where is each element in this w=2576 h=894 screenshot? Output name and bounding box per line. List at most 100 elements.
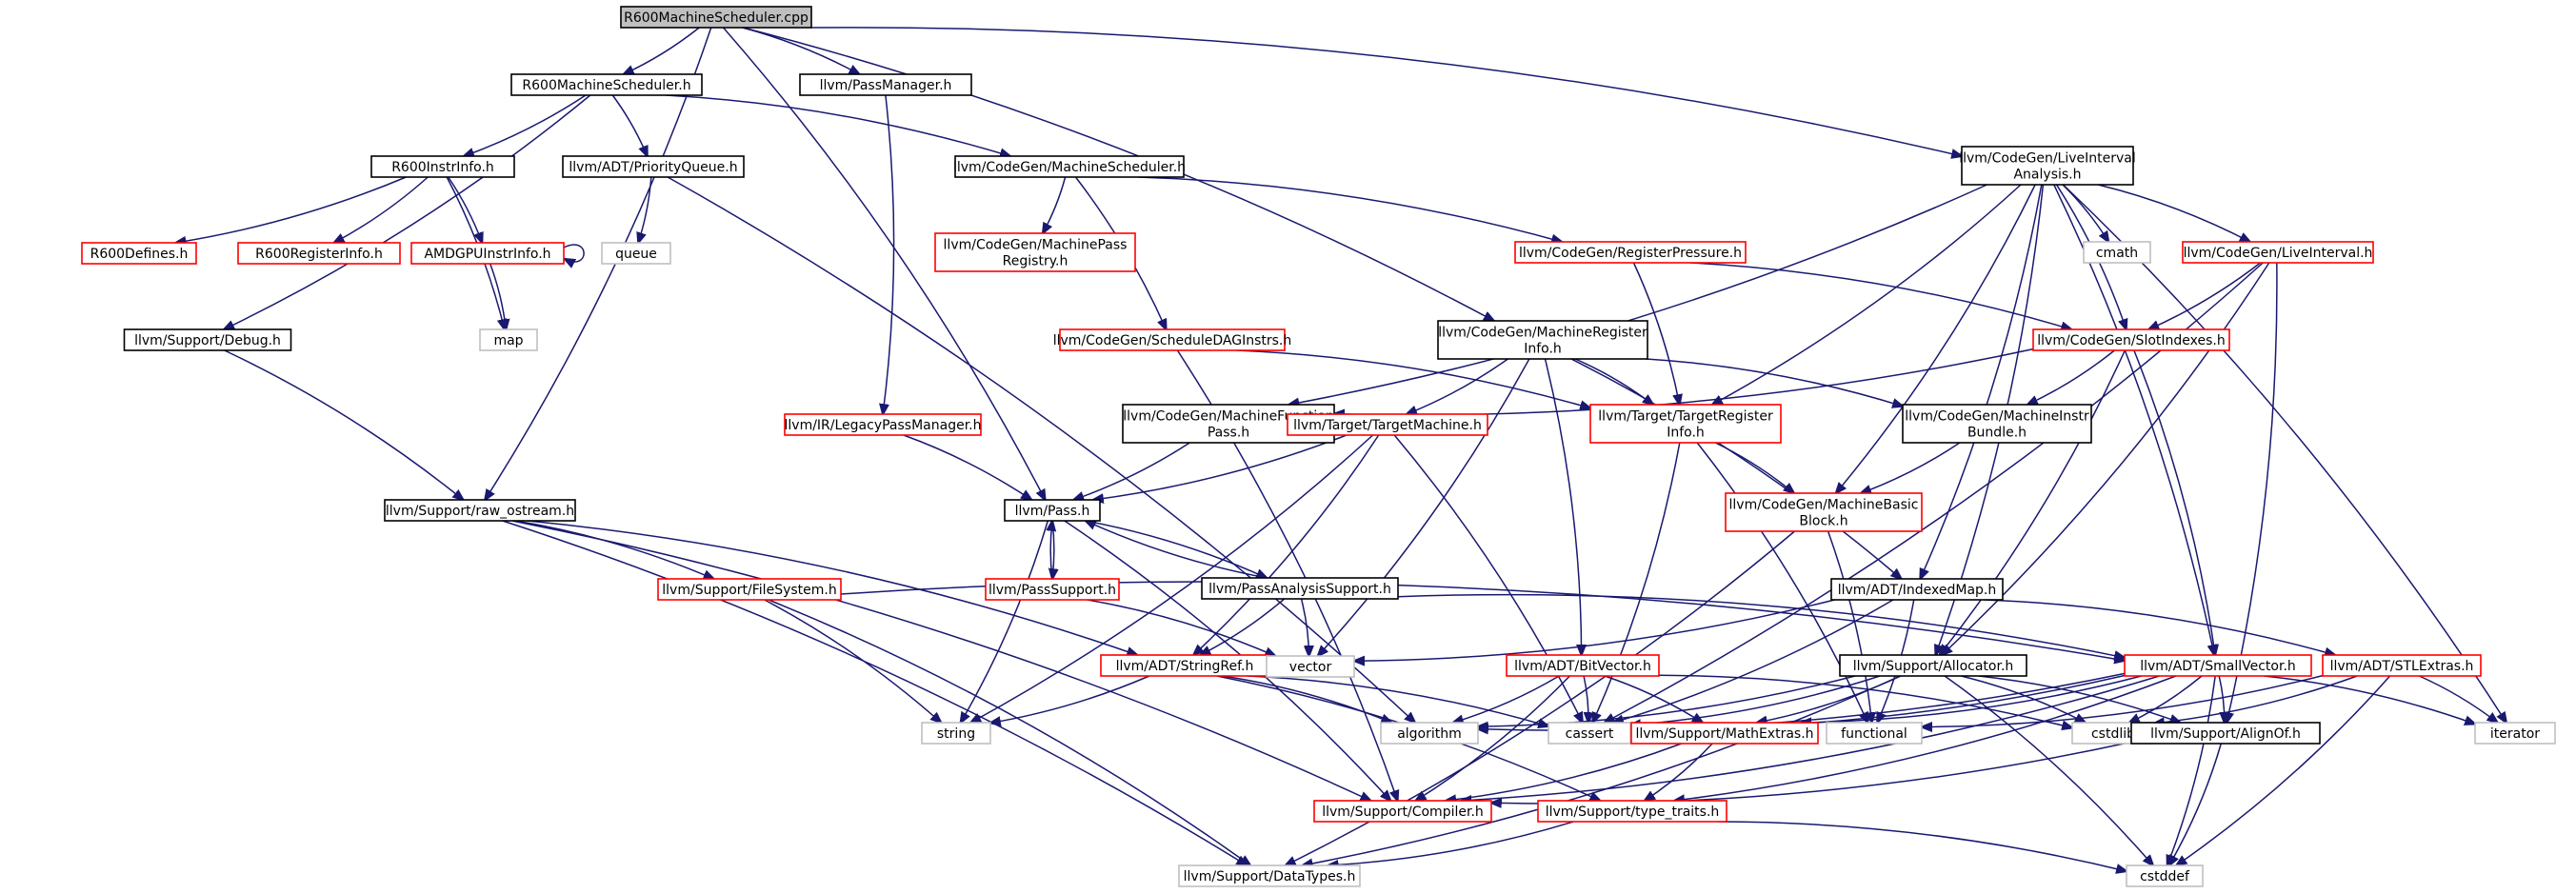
node-smallvector[interactable]: llvm/ADT/SmallVector.h: [2124, 654, 2312, 677]
node-mathextras[interactable]: llvm/Support/MathExtras.h: [1630, 722, 1819, 745]
node-passmanager[interactable]: llvm/PassManager.h: [799, 73, 972, 96]
edge-r600ms-h-to-debug: [224, 94, 591, 329]
node-box: [1826, 722, 1923, 745]
edge-passanalysissupport-to-pass: [1086, 521, 1268, 579]
node-label: llvm/Support/AlignOf.h: [2150, 726, 2301, 742]
node-box: [2182, 241, 2374, 264]
node-r600ms-h[interactable]: R600MachineScheduler.h: [510, 73, 703, 96]
node-box: [1830, 578, 2004, 601]
node-cassert[interactable]: cassert: [1548, 722, 1631, 745]
edge-machineregisterinfo-to-targetmachine: [1407, 358, 1508, 414]
node-passanalysissupport[interactable]: llvm/PassAnalysisSupport.h: [1201, 577, 1399, 600]
node-box: [1059, 328, 1286, 351]
edge-liveinterval-analysis-to-machinebasicblock: [1836, 184, 2036, 493]
node-legacypassmanager[interactable]: llvm/IR/LegacyPassManager.h: [784, 413, 982, 436]
node-priorityqueue[interactable]: llvm/ADT/PriorityQueue.h: [562, 155, 745, 178]
node-liveinterval[interactable]: llvm/CodeGen/LiveInterval.h: [2182, 241, 2374, 264]
edge-smallvector-to-alignof: [2218, 675, 2225, 723]
edge-filesystem-to-string: [764, 599, 941, 723]
edge-registerpressure-to-targetregisterinfo: [1632, 262, 1680, 405]
node-registerpressure[interactable]: llvm/CodeGen/RegisterPressure.h: [1514, 241, 1747, 264]
edge-targetmachine-to-stringref: [1193, 434, 1380, 655]
node-raw-ostream[interactable]: llvm/Support/raw_ostream.h: [384, 499, 576, 522]
node-box: [1004, 499, 1101, 522]
node-label: R600InstrInfo.h: [391, 160, 494, 175]
node-stlextras[interactable]: llvm/ADT/STLExtras.h: [2322, 654, 2482, 677]
node-map[interactable]: map: [479, 328, 538, 351]
node-box: [479, 328, 538, 351]
edge-machineregisterinfo-to-machineinstrbundle: [1646, 358, 1903, 407]
node-label: Registry.h: [1003, 254, 1068, 269]
node-label: cmath: [2096, 246, 2138, 261]
node-vector[interactable]: vector: [1266, 655, 1355, 678]
edge-r600ms-h-to-priorityqueue: [611, 94, 647, 156]
node-slotindexes[interactable]: llvm/CodeGen/SlotIndexes.h: [2032, 328, 2230, 351]
node-label: llvm/ADT/PriorityQueue.h: [569, 160, 737, 175]
node-label: llvm/CodeGen/MachineFunction: [1123, 409, 1333, 425]
node-r600defines[interactable]: R600Defines.h: [81, 242, 197, 265]
edge-slotindexes-to-allocator: [1940, 349, 2126, 655]
node-queue[interactable]: queue: [601, 242, 671, 265]
edge-liveinterval-to-alignof: [2227, 262, 2278, 723]
node-pass[interactable]: llvm/Pass.h: [1004, 499, 1101, 522]
node-iterator[interactable]: iterator: [2474, 722, 2556, 745]
node-label: map: [493, 333, 523, 348]
node-box: [1287, 413, 1488, 436]
node-cmath[interactable]: cmath: [2083, 241, 2151, 264]
edge-machinescheduler-to-registerpressure: [1137, 176, 1562, 242]
edge-allocator-to-mathextras: [1757, 675, 1902, 723]
node-compiler[interactable]: llvm/Support/Compiler.h: [1313, 800, 1492, 823]
edge-liveinterval-analysis-to-machinefunctionpass: [1289, 184, 1987, 405]
node-targetmachine[interactable]: llvm/Target/TargetMachine.h: [1287, 413, 1488, 436]
node-stringref[interactable]: llvm/ADT/StringRef.h: [1100, 654, 1269, 677]
node-label: functional: [1841, 726, 1907, 742]
node-label: Block.h: [1799, 514, 1847, 529]
node-amdgpuinstrinfo[interactable]: AMDGPUInstrInfo.h: [410, 242, 565, 265]
node-box: [934, 232, 1136, 272]
node-string[interactable]: string: [921, 722, 991, 745]
node-machinescheduler[interactable]: llvm/CodeGen/MachineScheduler.h: [953, 155, 1186, 178]
node-box: [2032, 328, 2230, 351]
node-box: [384, 499, 576, 522]
node-functional[interactable]: functional: [1826, 722, 1923, 745]
node-label: Info.h: [1667, 426, 1705, 441]
node-allocator[interactable]: llvm/Support/Allocator.h: [1839, 654, 2027, 677]
edge-indexedmap-to-cassert: [1613, 599, 1894, 723]
node-bitvector[interactable]: llvm/ADT/BitVector.h: [1506, 654, 1660, 677]
edge-smallvector-to-cstddef: [2167, 675, 2216, 865]
node-cstddef[interactable]: cstddef: [2126, 864, 2204, 887]
edge-slotindexes-to-machineinstrbundle: [2027, 349, 2115, 405]
node-label: llvm/CodeGen/MachineBasic: [1729, 498, 1919, 513]
node-r600instrinfo[interactable]: R600InstrInfo.h: [370, 155, 515, 178]
edge-indexedmap-to-vector: [1354, 599, 1835, 661]
node-label: llvm/CodeGen/MachineRegister: [1438, 326, 1647, 341]
edge-stlextras-to-functional: [1922, 674, 2324, 727]
edge-pass-to-compiler: [1064, 520, 1390, 801]
node-box: [1589, 404, 1782, 444]
node-label: Pass.h: [1208, 426, 1249, 441]
edge-pass-to-passanalysissupport: [1085, 520, 1267, 578]
node-datatypes[interactable]: llvm/Support/DataTypes.h: [1178, 864, 1361, 887]
node-passsupport[interactable]: llvm/PassSupport.h: [985, 578, 1120, 601]
edge-bitvector-to-mathextras: [1604, 675, 1703, 723]
node-scheduledaginstrs[interactable]: llvm/CodeGen/ScheduleDAGInstrs.h: [1053, 328, 1292, 351]
edge-liveinterval-analysis-to-smallvector: [2053, 184, 2214, 655]
node-indexedmap[interactable]: llvm/ADT/IndexedMap.h: [1830, 578, 2004, 601]
node-box: [2130, 722, 2321, 745]
node-box: [1961, 146, 2134, 186]
node-r600registerinfo[interactable]: R600RegisterInfo.h: [237, 242, 401, 265]
node-debug[interactable]: llvm/Support/Debug.h: [123, 328, 292, 351]
edge-smallvector-to-mathextras: [1801, 675, 2142, 723]
node-algorithm[interactable]: algorithm: [1380, 722, 1479, 745]
edge-amdgpuinstrinfo-to-amdgpuinstrinfo: [564, 244, 585, 262]
node-alignof[interactable]: llvm/Support/AlignOf.h: [2130, 722, 2321, 745]
node-type-traits[interactable]: llvm/Support/type_traits.h: [1537, 800, 1727, 823]
node-filesystem[interactable]: llvm/Support/FileSystem.h: [657, 578, 842, 601]
node-label: vector: [1289, 660, 1332, 675]
